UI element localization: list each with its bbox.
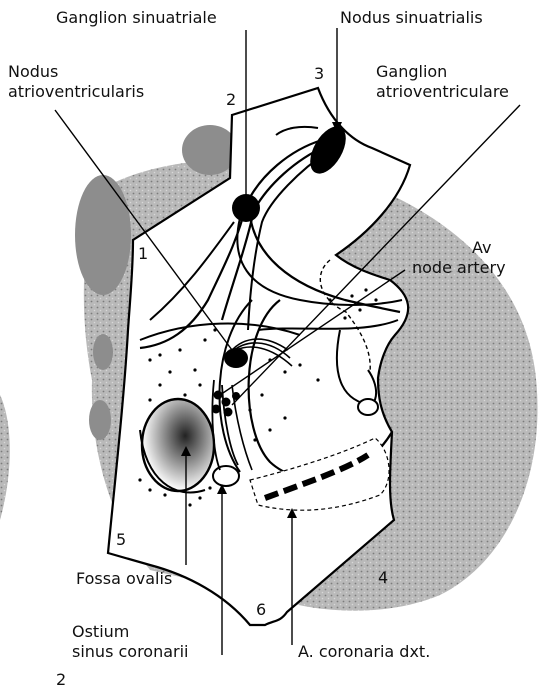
sa-ganglion: [232, 194, 260, 222]
figure-number: 2: [56, 670, 66, 689]
label-ganglion-atrioventriculare-line2: atrioventriculare: [376, 82, 509, 101]
left-dark-lobe: [75, 175, 131, 295]
av-node: [224, 348, 248, 368]
small-oval-2: [89, 400, 111, 440]
label-nodus-atrioventricularis-line2: atrioventricularis: [8, 82, 144, 101]
fossa-ovalis: [142, 399, 214, 491]
number-6: 6: [256, 600, 266, 619]
label-ganglion-sinuatriale: Ganglion sinuatriale: [56, 8, 217, 27]
label-fossa-ovalis: Fossa ovalis: [76, 569, 172, 588]
label-nodus-atrioventricularis-line1: Nodus: [8, 62, 58, 81]
number-5: 5: [116, 530, 126, 549]
left-edge-shade: [0, 395, 10, 520]
small-oval-1: [93, 334, 113, 370]
atrium-flap: [108, 88, 410, 625]
label-av-line1: Av: [472, 238, 491, 257]
label-nodus-sinuatrialis: Nodus sinuatrialis: [340, 8, 483, 27]
label-av-line2: node artery: [412, 258, 506, 277]
label-coronaria: A. coronaria dxt.: [298, 642, 430, 661]
number-4: 4: [378, 568, 388, 587]
label-ostium-line2: sinus coronarii: [72, 642, 189, 661]
number-2-top: 2: [226, 90, 236, 109]
number-3: 3: [314, 64, 324, 83]
ostium-sinus: [213, 466, 239, 486]
label-ganglion-atrioventriculare-line1: Ganglion: [376, 62, 447, 81]
label-ostium-line1: Ostium: [72, 622, 129, 641]
right-loop-end: [358, 399, 378, 415]
number-1: 1: [138, 244, 148, 263]
